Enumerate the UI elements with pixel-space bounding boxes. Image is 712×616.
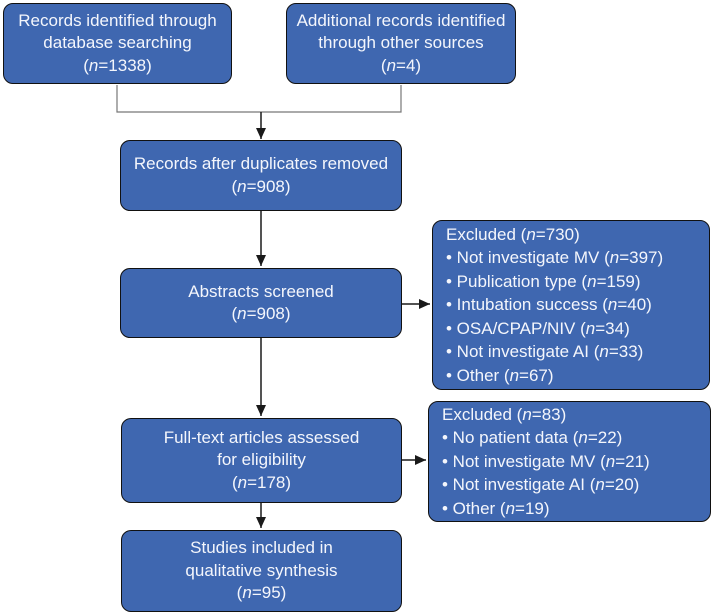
excluded-item: • Not investigate MV (n=21) <box>442 451 650 471</box>
text-line: (n=908) <box>231 176 291 196</box>
flow-box-qualitative-synthesis: Studies included in qualitative synthesi… <box>121 530 402 612</box>
excluded-item: • Other (n=67) <box>446 365 554 385</box>
text-line: database searching <box>43 33 192 53</box>
text-line: qualitative synthesis <box>185 560 338 580</box>
excluded-item: • No patient data (n=22) <box>442 428 623 448</box>
excluded-item: • OSA/CPAP/NIV (n=34) <box>446 318 630 338</box>
text-line: Records after duplicates removed <box>133 154 389 173</box>
text-line: through other sources <box>318 33 484 53</box>
text-line: Studies included in <box>190 538 333 558</box>
excluded-item: • Other (n=19) <box>442 498 550 518</box>
flow-box-duplicates-removed: Records after duplicates removed (n=908) <box>120 140 402 211</box>
connector-merge-elbow <box>116 85 402 113</box>
text-line: (n=1338) <box>83 55 152 75</box>
excluded-item: • Not investigate AI (n=33) <box>446 342 644 362</box>
excluded-item: • Not investigate MV (n=397) <box>446 248 664 268</box>
text-line: Additional records identified <box>296 10 506 30</box>
excluded-item: • Not investigate AI (n=20) <box>442 475 640 495</box>
flow-box-records-identified: Records identified through database sear… <box>3 3 232 84</box>
excluded-title: Excluded (n=730) <box>446 224 580 244</box>
text-line: Abstracts screened <box>188 281 334 301</box>
text-line: Records identified through <box>18 10 217 30</box>
flow-box-excluded-abstracts: Excluded (n=730) • Not investigate MV (n… <box>432 220 710 390</box>
text-line: (n=178) <box>231 472 292 492</box>
text-line: (n=95) <box>236 583 287 603</box>
flow-box-fulltext-assessed: Full-text articles assessed for eligibil… <box>121 418 402 503</box>
text-line: Full-text articles assessed <box>163 427 360 447</box>
text-line: (n=4) <box>380 55 422 75</box>
excluded-item: • Intubation success (n=40) <box>446 295 652 315</box>
text-line: for eligibility <box>217 450 306 470</box>
excluded-title: Excluded (n=83) <box>442 404 567 424</box>
flow-box-additional-records: Additional records identified through ot… <box>286 3 516 84</box>
excluded-item: • Publication type (n=159) <box>446 271 641 291</box>
flow-box-excluded-fulltext: Excluded (n=83) • No patient data (n=22)… <box>428 401 711 522</box>
text-line: (n=908) <box>231 304 291 323</box>
flow-box-abstracts-screened: Abstracts screened (n=908) <box>120 268 402 338</box>
